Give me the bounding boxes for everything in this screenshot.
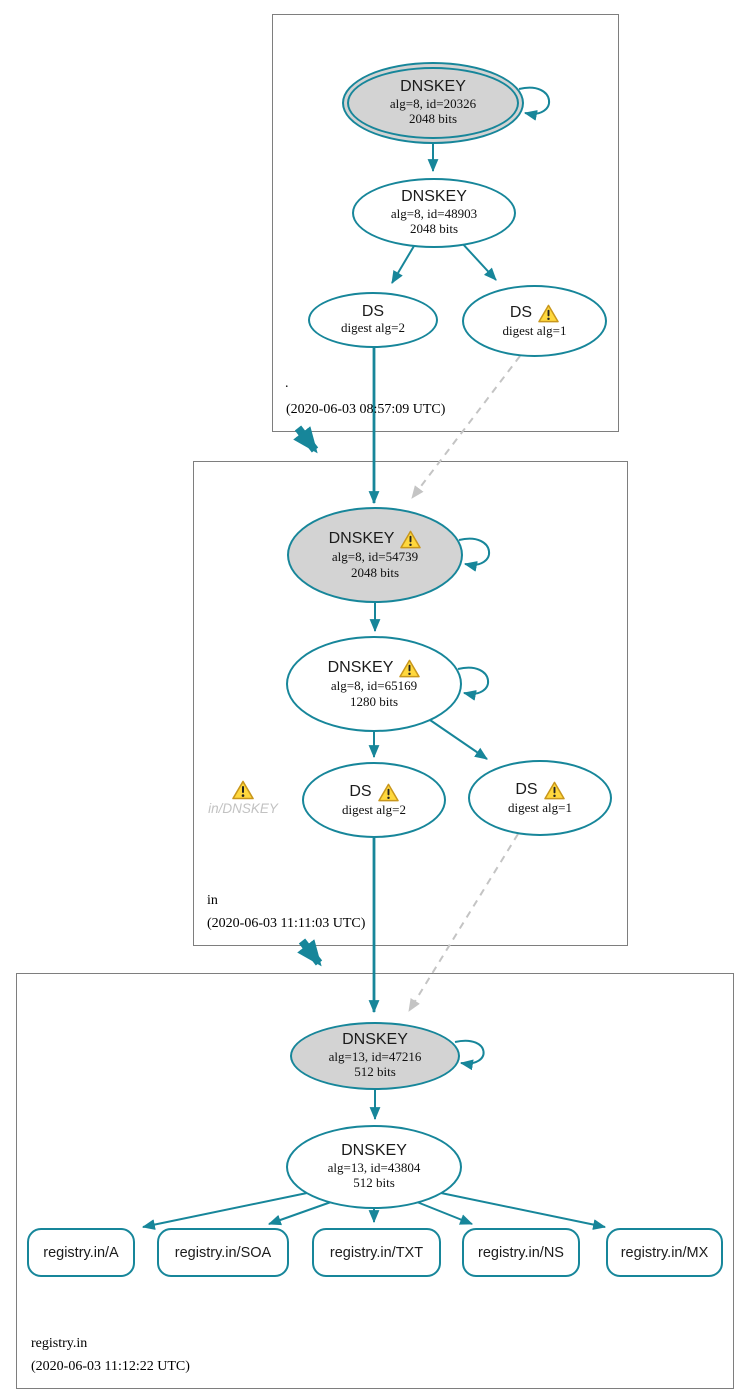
node-detail: 2048 bits xyxy=(350,564,400,580)
node-detail: 2048 bits xyxy=(408,111,458,127)
rrset-node-registry-in-a[interactable]: registry.in/A xyxy=(27,1228,135,1277)
node-label: DNSKEY xyxy=(401,187,467,205)
node-detail: alg=8, id=54739 xyxy=(331,548,419,564)
node-detail: alg=8, id=65169 xyxy=(330,677,418,693)
rrset-node-registry-in-txt[interactable]: registry.in/TXT xyxy=(312,1228,441,1277)
node-detail: alg=13, id=43804 xyxy=(327,1159,421,1175)
warning-icon xyxy=(400,530,422,548)
node-label: DS xyxy=(349,782,372,800)
node-label: DNSKEY xyxy=(400,77,466,95)
node-title-row: DS xyxy=(510,304,559,323)
in-ds1-node[interactable]: DS digest alg=1 xyxy=(468,760,612,836)
rrset-node-registry-in-mx[interactable]: registry.in/MX xyxy=(606,1228,723,1277)
node-detail: 2048 bits xyxy=(409,221,459,237)
node-title-row: DNSKEY xyxy=(401,187,467,206)
in-ds2-node[interactable]: DS digest alg=2 xyxy=(302,762,446,838)
node-detail: alg=8, id=48903 xyxy=(390,205,478,221)
node-detail: 512 bits xyxy=(353,1175,395,1191)
node-title-row: DS xyxy=(515,780,565,800)
edge-reg-zsk-to-a xyxy=(141,1192,308,1230)
node-title-row: DS xyxy=(361,302,385,321)
node-label: DS xyxy=(515,780,538,798)
warning-icon xyxy=(377,783,399,801)
zone-label-root: . xyxy=(285,376,289,391)
edge-in-zsk-to-ds1 xyxy=(429,719,488,760)
node-detail: digest alg=2 xyxy=(340,320,406,336)
node-title-row: DNSKEY xyxy=(342,1030,408,1049)
node-label: DNSKEY xyxy=(342,1030,408,1048)
in-zsk-dnskey-node[interactable]: DNSKEY alg=8, id=65169 1280 bits xyxy=(286,636,462,732)
node-title-row: DNSKEY xyxy=(329,530,422,549)
node-title-row: DNSKEY xyxy=(341,1141,407,1160)
warning-icon xyxy=(538,304,559,322)
zone-timestamp-root: (2020-06-03 08:57:09 UTC) xyxy=(286,402,446,417)
node-label: DNSKEY xyxy=(341,1141,407,1159)
edge-in-ksk-selfloop xyxy=(458,537,491,572)
edge-in-zsk-selfloop xyxy=(457,666,490,701)
edge-in-ds1-to-reg-ksk-dashed xyxy=(408,833,519,1012)
zone-timestamp-registry-in: (2020-06-03 11:12:22 UTC) xyxy=(31,1359,190,1374)
root-ksk-dnskey-node[interactable]: DNSKEY alg=8, id=20326 2048 bits xyxy=(342,62,524,144)
root-ds2-node[interactable]: DS digest alg=2 xyxy=(308,292,438,348)
rrset-label: registry.in/A xyxy=(43,1244,119,1261)
warning-icon xyxy=(232,780,254,800)
edge-root-ksk-selfloop xyxy=(518,86,551,121)
root-ds1-node[interactable]: DS digest alg=1 xyxy=(462,285,607,357)
edge-reg-zsk-to-ns xyxy=(416,1201,474,1225)
rrset-node-registry-in-soa[interactable]: registry.in/SOA xyxy=(157,1228,289,1277)
edge-root-zsk-to-ds1 xyxy=(460,241,497,281)
node-detail: digest alg=1 xyxy=(502,322,567,338)
node-label: DNSKEY xyxy=(328,529,395,547)
ghost-label: in/DNSKEY xyxy=(208,801,278,816)
rrset-label: registry.in/SOA xyxy=(174,1244,272,1261)
edge-reg-ksk-selfloop xyxy=(454,1039,485,1071)
node-detail: alg=8, id=20326 xyxy=(389,95,477,111)
node-title-row: DNSKEY xyxy=(400,77,466,96)
reg-ksk-dnskey-node[interactable]: DNSKEY alg=13, id=47216 512 bits xyxy=(290,1022,460,1090)
rrset-node-registry-in-ns[interactable]: registry.in/NS xyxy=(462,1228,580,1277)
warning-icon xyxy=(543,781,565,799)
zone-label-registry-in: registry.in xyxy=(31,1336,88,1351)
node-label: DS xyxy=(361,302,385,320)
node-detail: digest alg=2 xyxy=(341,801,407,817)
reg-zsk-dnskey-node[interactable]: DNSKEY alg=13, id=43804 512 bits xyxy=(286,1125,462,1209)
rrset-label: registry.in/MX xyxy=(620,1244,709,1261)
node-label: DS xyxy=(509,303,533,321)
rrset-label: registry.in/TXT xyxy=(329,1244,424,1261)
root-zsk-dnskey-node[interactable]: DNSKEY alg=8, id=48903 2048 bits xyxy=(352,178,516,248)
warning-icon xyxy=(399,659,421,677)
node-detail: 1280 bits xyxy=(349,693,399,709)
zone-timestamp-in: (2020-06-03 11:11:03 UTC) xyxy=(207,916,366,931)
node-detail: alg=13, id=47216 xyxy=(328,1048,422,1064)
node-title-row: DS xyxy=(349,782,399,802)
zone-label-in: in xyxy=(207,893,218,908)
edge-zone-in-to-registry xyxy=(297,938,323,967)
node-detail: digest alg=1 xyxy=(507,799,573,815)
in-ksk-dnskey-node[interactable]: DNSKEY alg=8, id=54739 2048 bits xyxy=(287,507,463,603)
node-title-row: DNSKEY xyxy=(328,659,421,678)
edge-reg-zsk-to-mx xyxy=(440,1192,607,1230)
edge-reg-zsk-to-soa xyxy=(267,1201,332,1226)
in-dnskey-ghost: in/DNSKEY xyxy=(203,780,283,816)
rrset-label: registry.in/NS xyxy=(478,1244,564,1261)
node-label: DNSKEY xyxy=(327,658,394,676)
node-detail: 512 bits xyxy=(354,1064,396,1080)
edge-zone-root-to-in xyxy=(293,425,319,454)
edge-root-ds1-to-in-ksk-dashed xyxy=(411,355,521,499)
edge-root-zsk-to-ds2 xyxy=(391,245,415,284)
